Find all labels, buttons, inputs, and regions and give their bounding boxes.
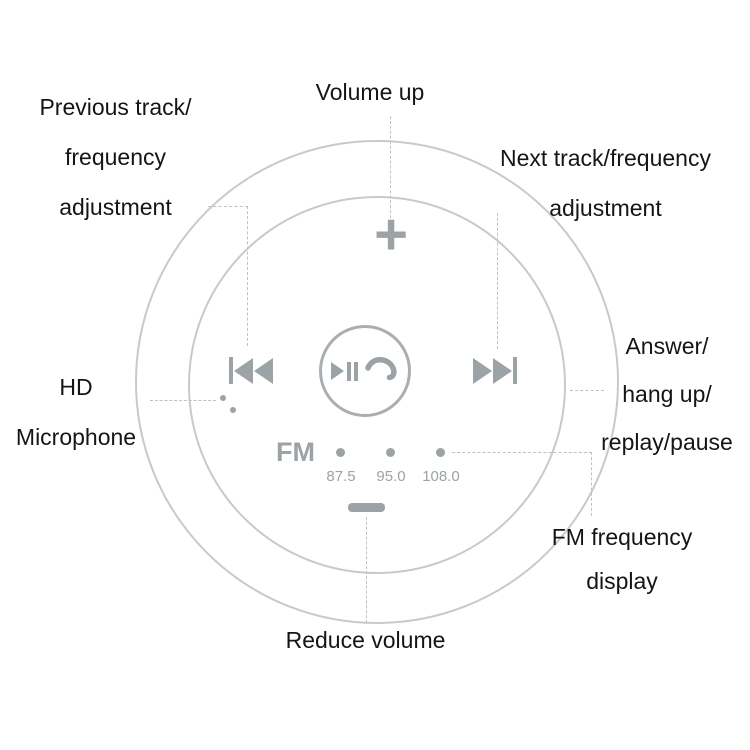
fm-frequency-low: 87.5 [326,468,356,485]
label-previous-track: Previous track/ frequency adjustment [39,94,192,220]
play-pause-icon [331,361,358,381]
connector-next-v [497,213,498,349]
next-track-bar [513,357,517,384]
previous-track-triangle [234,357,253,384]
label-hd-microphone: HD Microphone [15,374,137,450]
fm-text: FM [276,437,315,467]
label-fm-frequency-display: FM frequency display [551,524,693,594]
connector-fm-h [452,452,592,453]
fm-dot [336,448,345,457]
next-track-triangle [473,357,492,384]
connector-answer [570,390,604,391]
answer-play-pause-button [319,325,411,417]
device-inner-ring [188,196,566,574]
phone-handset-icon [365,357,397,381]
connector-previous-v [247,206,248,346]
fm-dot [386,448,395,457]
connector-reduce-volume [366,517,367,623]
pause-bar [354,361,358,381]
microphone-dot [230,407,236,413]
label-answer-hang-up: Answer/ hang up/ replay/pause [601,333,733,455]
fm-dot [436,448,445,457]
label-volume-up: Volume up [315,79,425,105]
next-track-triangle [493,357,512,384]
fm-frequency-mid: 95.0 [376,468,406,485]
next-track-icon [473,357,517,384]
device-outer-ring [135,140,619,624]
volume-down-minus-icon [348,503,385,512]
pause-bar [347,361,351,381]
label-reduce-volume: Reduce volume [285,627,446,653]
microphone-dot [220,395,226,401]
connector-volume-up [390,116,391,228]
previous-track-bar [229,357,233,384]
previous-track-icon [229,357,273,384]
fm-frequency-high: 108.0 [422,468,460,485]
play-triangle [331,362,344,380]
connector-microphone [150,400,216,401]
connector-fm-v [591,452,592,516]
label-next-track: Next track/frequency adjustment [500,145,711,221]
previous-track-triangle [254,357,273,384]
connector-previous-h [208,206,248,207]
volume-up-plus-icon: + [374,202,408,267]
